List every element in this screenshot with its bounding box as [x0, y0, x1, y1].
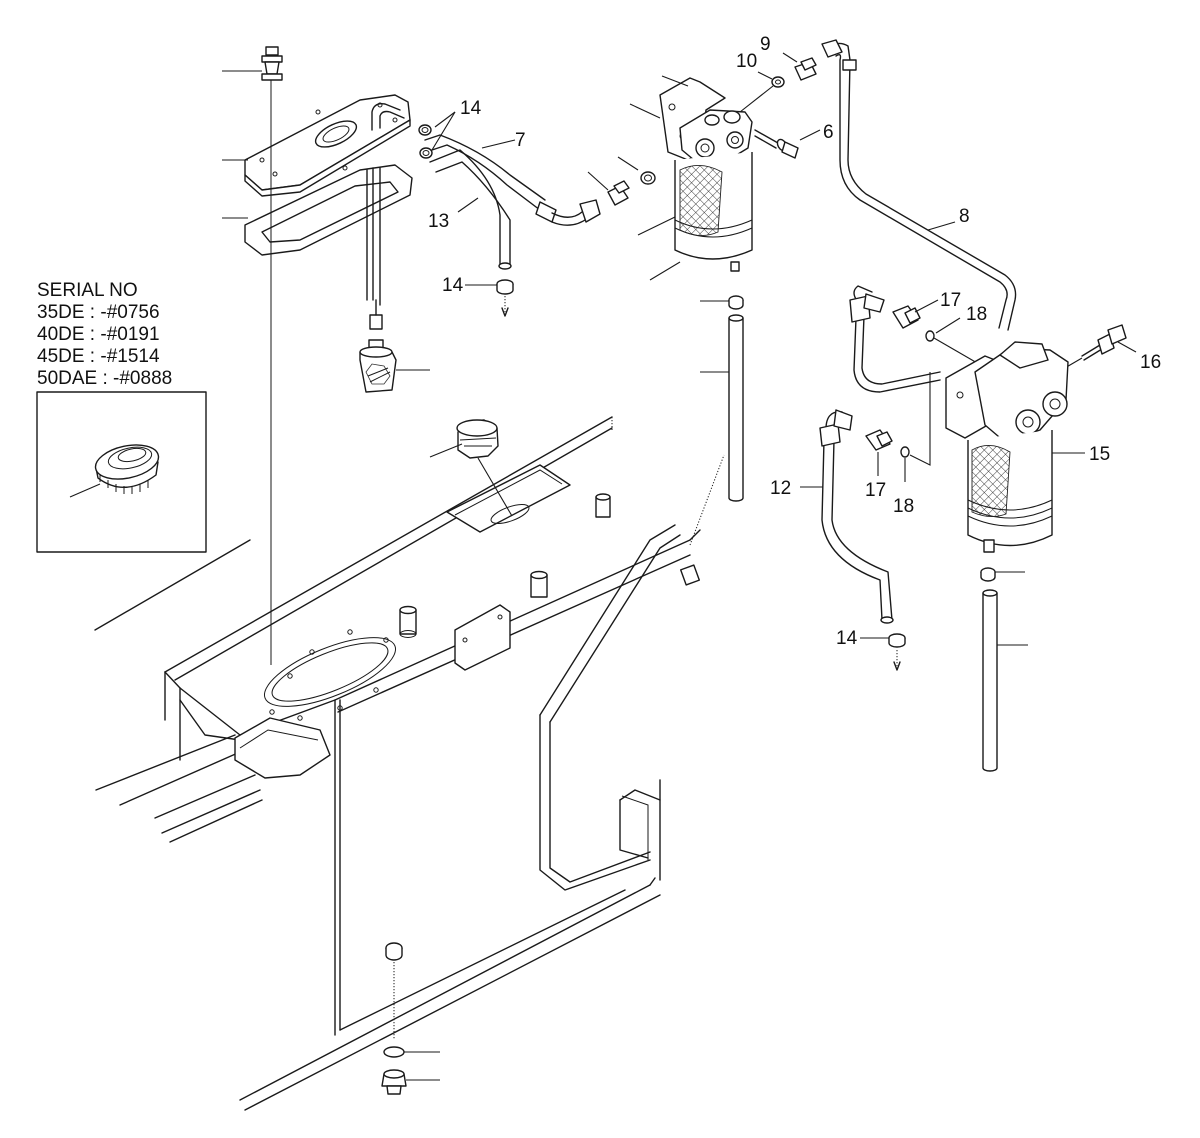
serial-line: 35DE : -#0756 — [37, 302, 160, 323]
serial-inset-box — [36, 391, 207, 553]
fitting-17-upper — [892, 299, 939, 329]
oring-18-lower — [900, 372, 931, 482]
callout-17-lower: 17 — [865, 480, 886, 501]
washer-14-right — [860, 633, 906, 671]
suction-strainer — [359, 339, 430, 393]
callout-10: 10 — [736, 51, 757, 72]
bolt-6 — [754, 129, 821, 159]
serial-line: 50DAE : -#0888 — [37, 368, 172, 389]
washer-14-left — [465, 279, 514, 317]
inset-cap — [69, 444, 160, 498]
callout-16: 16 — [1140, 352, 1161, 373]
callout-labels: 6 7 8 9 10 12 13 14 14 14 15 16 17 17 18… — [428, 34, 1161, 649]
callout-12: 12 — [770, 478, 791, 499]
callout-8: 8 — [959, 206, 970, 227]
serial-line: 40DE : -#0191 — [37, 324, 160, 345]
fuel-pipe-8 — [821, 39, 1017, 331]
callout-7: 7 — [515, 130, 526, 151]
callout-13: 13 — [428, 211, 449, 232]
fuel-filter-primary — [587, 52, 821, 281]
callout-14-top: 14 — [460, 98, 482, 119]
callout-17-upper: 17 — [940, 290, 961, 311]
fuel-filter-secondary — [945, 341, 1085, 553]
bolt-16 — [1057, 324, 1137, 373]
sender-unit-assembly — [222, 46, 430, 665]
serial-heading: SERIAL NO — [37, 280, 138, 301]
callout-14-left: 14 — [442, 275, 464, 296]
callout-9: 9 — [760, 34, 771, 55]
fuel-filler-cap — [429, 419, 513, 517]
filter-drain-pipe — [700, 295, 744, 502]
callout-14-right: 14 — [836, 628, 858, 649]
mounting-bolt — [222, 46, 283, 81]
fuel-pipe-elbow — [849, 285, 941, 393]
drain-plug-assembly — [381, 942, 440, 1095]
connector-fitting — [587, 171, 630, 206]
callout-18-upper: 18 — [966, 304, 987, 325]
fitting-17-lower — [865, 429, 893, 476]
fitting-9 — [782, 52, 817, 81]
callout-15: 15 — [1089, 444, 1110, 465]
fuel-hoses-7-13 — [418, 111, 601, 270]
fuel-hose-12 — [800, 409, 894, 624]
filter-2-drain-pipe — [980, 567, 1028, 772]
serial-number-note: SERIAL NO 35DE : -#0756 40DE : -#0191 45… — [36, 280, 207, 553]
washer-10 — [739, 71, 785, 113]
fuel-tank — [94, 416, 725, 1111]
callout-18-lower: 18 — [893, 496, 914, 517]
callout-6: 6 — [823, 122, 834, 143]
serial-line: 45DE : -#1514 — [37, 346, 160, 367]
